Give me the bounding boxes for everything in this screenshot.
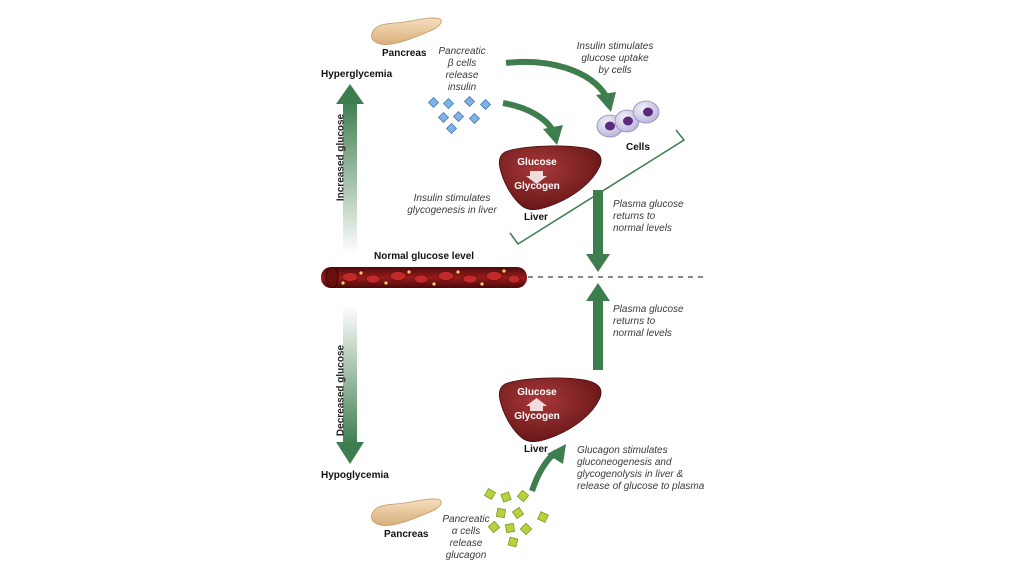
liver-bottom-icon	[498, 377, 602, 442]
target-cells-icon	[596, 100, 660, 138]
plasma-up-arrow	[586, 283, 610, 370]
insulin-granules	[427, 95, 492, 135]
liver-bottom-glucose: Glucose	[517, 387, 557, 398]
glycogen-to-glucose-arrow	[526, 398, 547, 411]
glucagon-to-liver-arrow	[529, 444, 566, 492]
liver-top-glucose: Glucose	[517, 157, 557, 168]
liver-bottom-label: Liver	[524, 444, 548, 455]
blood-vessel	[321, 267, 527, 288]
glucagon-granules	[483, 487, 549, 548]
pancreas-top-icon	[371, 17, 442, 45]
pancreas-bottom-label: Pancreas	[384, 529, 429, 540]
increased-glucose-label: Increased glucose	[335, 113, 347, 202]
liver-top-icon	[498, 145, 602, 210]
insulin-to-liver-arrow	[502, 100, 563, 145]
decreased-glucose-arrow	[336, 305, 364, 464]
hyperglycemia-label: Hyperglycemia	[321, 69, 393, 80]
glucose-to-glycogen-arrow	[526, 171, 547, 184]
hypoglycemia-label: Hypoglycemia	[321, 470, 389, 481]
normal-glucose-level-label: Normal glucose level	[374, 251, 475, 262]
liver-bottom-glycogen: Glycogen	[514, 411, 560, 422]
decreased-glucose-label: Decreased glucose	[335, 344, 347, 437]
increased-glucose-arrow	[336, 84, 364, 255]
pancreas-bottom-icon	[371, 498, 442, 526]
plasma-down-arrow	[586, 190, 610, 272]
feedback-bracket	[509, 129, 686, 246]
insulin-to-cells-arrow	[505, 58, 616, 112]
cells-label: Cells	[626, 142, 650, 153]
liver-top-label: Liver	[524, 212, 548, 223]
pancreas-top-label: Pancreas	[382, 48, 427, 59]
liver-top-glycogen: Glycogen	[514, 181, 560, 192]
